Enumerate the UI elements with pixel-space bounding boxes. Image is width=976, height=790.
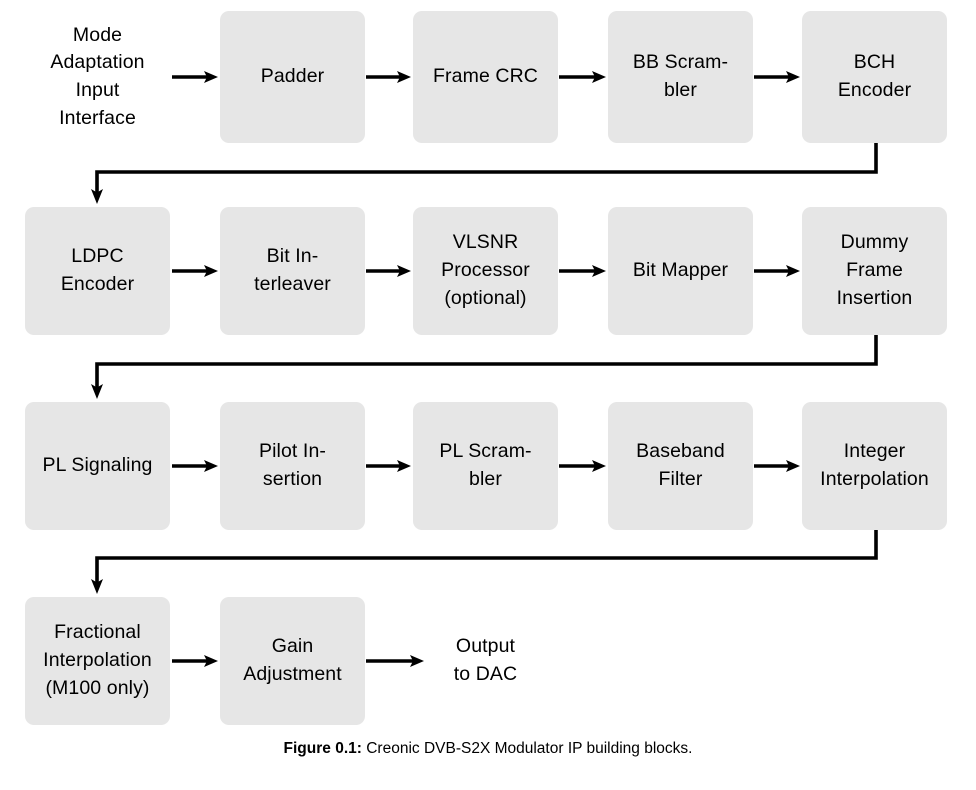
arrowhead-icon xyxy=(397,71,411,83)
block-output-to-dac[interactable]: Output to DAC xyxy=(413,597,558,725)
block-bch-encoder[interactable]: BCH Encoder xyxy=(802,11,947,143)
block-pl-scrambler[interactable]: PL Scram- bler xyxy=(413,402,558,530)
connector-dummy-frame-insertion-to-pl-signaling xyxy=(91,335,878,399)
block-pl-signaling[interactable]: PL Signaling xyxy=(25,402,170,530)
arrowhead-icon xyxy=(786,460,800,472)
block-label: Pilot In- sertion xyxy=(258,440,326,490)
connector-pl-signaling-to-pilot-insertion xyxy=(172,460,218,472)
arrowhead-icon xyxy=(786,71,800,83)
connector-pilot-insertion-to-pl-scrambler xyxy=(366,460,411,472)
block-label: LDPC Encoder xyxy=(60,245,135,295)
block-label: Padder xyxy=(260,65,325,88)
connector-pl-scrambler-to-baseband-filter xyxy=(559,460,606,472)
block-label: PL Scram- bler xyxy=(439,440,532,490)
arrowhead-icon xyxy=(592,265,606,277)
block-dummy-frame-insertion[interactable]: Dummy Frame Insertion xyxy=(802,207,947,335)
connector-bit-mapper-to-dummy-frame-insertion xyxy=(754,265,800,277)
block-gain-adjustment[interactable]: Gain Adjustment xyxy=(220,597,365,725)
block-vlsnr-processor[interactable]: VLSNR Processor (optional) xyxy=(413,207,558,335)
block-bit-interleaver[interactable]: Bit In- terleaver xyxy=(220,207,365,335)
block-baseband-filter[interactable]: Baseband Filter xyxy=(608,402,753,530)
connector-padder-to-frame-crc xyxy=(366,71,411,83)
block-label: VLSNR Processor (optional) xyxy=(441,231,530,309)
block-label: Gain Adjustment xyxy=(243,635,342,685)
block-label: BB Scram- bler xyxy=(632,51,729,101)
connector-frame-crc-to-bb-scrambler xyxy=(559,71,606,83)
arrowhead-icon xyxy=(204,460,218,472)
block-bb-scrambler[interactable]: BB Scram- bler xyxy=(608,11,753,143)
block-label: Baseband Filter xyxy=(636,440,725,490)
arrowhead-icon xyxy=(91,579,103,594)
block-label: Output to DAC xyxy=(453,635,518,685)
block-padder[interactable]: Padder xyxy=(220,11,365,143)
connector-integer-interpolation-to-fractional-interpolation xyxy=(91,530,878,594)
connector-vlsnr-processor-to-bit-mapper xyxy=(559,265,606,277)
block-ldpc-encoder[interactable]: LDPC Encoder xyxy=(25,207,170,335)
block-label: Bit In- terleaver xyxy=(254,245,331,295)
block-fractional-interpolation[interactable]: Fractional Interpolation (M100 only) xyxy=(25,597,170,725)
arrowhead-icon xyxy=(204,265,218,277)
block-bit-mapper[interactable]: Bit Mapper xyxy=(608,207,753,335)
block-pilot-insertion[interactable]: Pilot In- sertion xyxy=(220,402,365,530)
connector-baseband-filter-to-integer-interpolation xyxy=(754,460,800,472)
block-label: Integer Interpolation xyxy=(820,440,929,490)
block-label: PL Signaling xyxy=(42,454,153,477)
block-label: Frame CRC xyxy=(433,65,538,88)
arrowhead-icon xyxy=(91,189,103,204)
arrowhead-icon xyxy=(592,460,606,472)
connector-bb-scrambler-to-bch-encoder xyxy=(754,71,800,83)
connector-fractional-interpolation-to-gain-adjustment xyxy=(172,655,218,667)
block-label: BCH Encoder xyxy=(837,51,912,101)
block-label: Fractional Interpolation (M100 only) xyxy=(43,621,152,699)
figure-caption: Figure 0.1: Creonic DVB-S2X Modulator IP… xyxy=(0,740,976,758)
connector-line xyxy=(95,530,878,583)
connector-line xyxy=(95,335,878,388)
arrowhead-icon xyxy=(397,460,411,472)
block-label: Dummy Frame Insertion xyxy=(836,231,913,309)
connector-mode-adaptation-to-padder xyxy=(172,71,218,83)
arrowhead-icon xyxy=(592,71,606,83)
block-label: Mode Adaptation Input Interface xyxy=(50,23,145,129)
caption-text: Creonic DVB-S2X Modulator IP building bl… xyxy=(366,740,693,757)
arrowhead-icon xyxy=(91,384,103,399)
arrowhead-icon xyxy=(204,655,218,667)
connector-ldpc-encoder-to-bit-interleaver xyxy=(172,265,218,277)
arrowhead-icon xyxy=(204,71,218,83)
connector-line xyxy=(95,143,878,193)
arrowhead-icon xyxy=(786,265,800,277)
block-label: Bit Mapper xyxy=(632,259,729,282)
connector-bch-encoder-to-ldpc-encoder xyxy=(91,143,878,204)
arrowhead-icon xyxy=(397,265,411,277)
block-frame-crc[interactable]: Frame CRC xyxy=(413,11,558,143)
block-integer-interpolation[interactable]: Integer Interpolation xyxy=(802,402,947,530)
block-mode-adaptation-input-interface[interactable]: Mode Adaptation Input Interface xyxy=(25,11,170,143)
connector-bit-interleaver-to-vlsnr-processor xyxy=(366,265,411,277)
caption-label: Figure 0.1: xyxy=(283,740,362,757)
